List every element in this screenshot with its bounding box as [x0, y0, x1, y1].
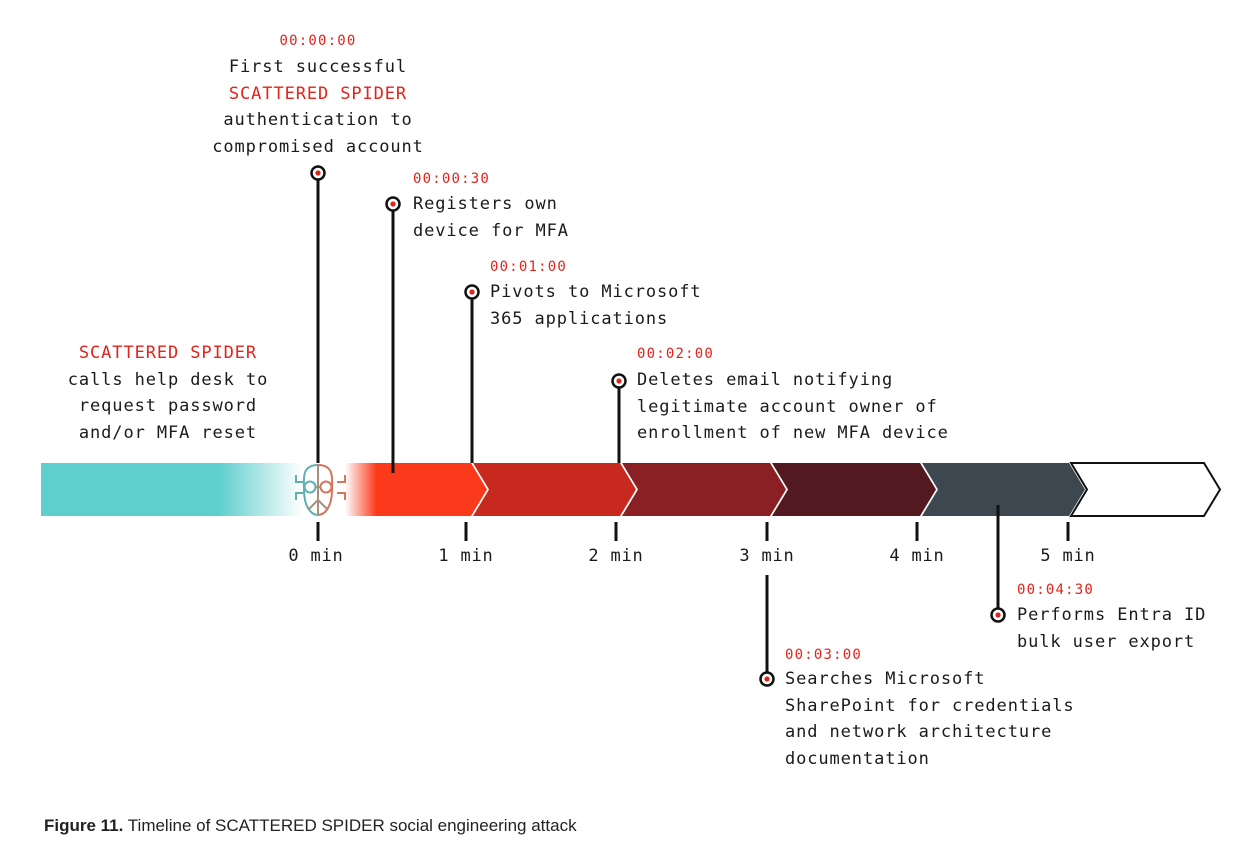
event-line: legitimate account owner of	[637, 396, 938, 417]
intro-line: and/or MFA reset	[78, 422, 258, 443]
event-1-timestamp: 00:00:30	[413, 171, 491, 187]
event-3-description: Deletes email notifying legitimate accou…	[637, 367, 949, 447]
event-line: and network architecture	[785, 722, 1053, 742]
intro-block: SCATTERED SPIDER calls help desk to requ…	[68, 340, 268, 446]
timeline-segment-2	[473, 463, 636, 516]
event-5-timestamp: 00:04:30	[1017, 582, 1095, 598]
tick-label-2: 2 min	[588, 546, 644, 566]
event-4-timestamp: 00:03:00	[785, 647, 863, 663]
event-line-actor: SCATTERED SPIDER	[228, 83, 408, 104]
event-0-description: First successful SCATTERED SPIDER authen…	[212, 54, 424, 160]
event-line: Performs Entra ID	[1017, 605, 1207, 625]
figure-caption-label: Figure 11.	[44, 816, 124, 835]
tick-label-3: 3 min	[739, 546, 795, 566]
event-line: authentication to	[223, 110, 413, 130]
figure-caption: Figure 11. Timeline of SCATTERED SPIDER …	[44, 816, 577, 836]
timeline-segment-3	[622, 463, 786, 516]
red-band-fade	[345, 463, 415, 516]
event-1-description: Registers own device for MFA	[413, 191, 569, 244]
marker-dot-2	[469, 289, 475, 295]
spider-actor-icon	[295, 464, 346, 516]
event-line: 365 applications	[490, 308, 669, 329]
event-line: Registers own	[413, 194, 558, 214]
event-line: compromised account	[212, 136, 424, 157]
event-line: SharePoint for credentials	[785, 695, 1075, 716]
event-2-timestamp: 00:01:00	[490, 259, 568, 275]
intro-actor: SCATTERED SPIDER	[78, 343, 258, 363]
event-line: Deletes email notifying	[637, 370, 894, 390]
timeline-segment-4	[772, 463, 936, 516]
event-0-timestamp: 00:00:00	[279, 33, 357, 49]
tick-label-4: 4 min	[889, 546, 945, 566]
event-4-description: Searches Microsoft SharePoint for creden…	[785, 666, 1075, 772]
event-line: documentation	[785, 748, 930, 769]
timeline-segment-1	[414, 463, 487, 516]
tick-label-1: 1 min	[438, 546, 494, 566]
marker-dot-3	[616, 378, 622, 384]
event-2-description: Pivots to Microsoft 365 applications	[490, 279, 702, 332]
event-line: First successful	[228, 57, 408, 77]
tick-label-0: 0 min	[288, 546, 344, 566]
marker-dot-4	[764, 676, 770, 682]
event-3-timestamp: 00:02:00	[637, 346, 715, 362]
timeline-segment-5	[922, 463, 1085, 516]
marker-dot-1	[390, 201, 396, 207]
teal-band	[41, 463, 303, 516]
event-5-description: Performs Entra ID bulk user export	[1017, 602, 1206, 655]
event-line: enrollment of new MFA device	[637, 423, 949, 443]
intro-line: calls help desk to	[67, 369, 269, 390]
marker-dot-0	[315, 170, 321, 176]
marker-dot-5	[995, 612, 1001, 618]
intro-line: request password	[78, 396, 258, 416]
timeline-segment-6	[1069, 462, 1222, 517]
event-line: Searches Microsoft	[785, 669, 986, 689]
event-line: bulk user export	[1017, 631, 1196, 652]
event-line: device for MFA	[413, 220, 569, 241]
figure-caption-text: Timeline of SCATTERED SPIDER social engi…	[123, 816, 577, 835]
tick-label-5: 5 min	[1040, 546, 1096, 566]
event-line: Pivots to Microsoft	[490, 282, 702, 302]
